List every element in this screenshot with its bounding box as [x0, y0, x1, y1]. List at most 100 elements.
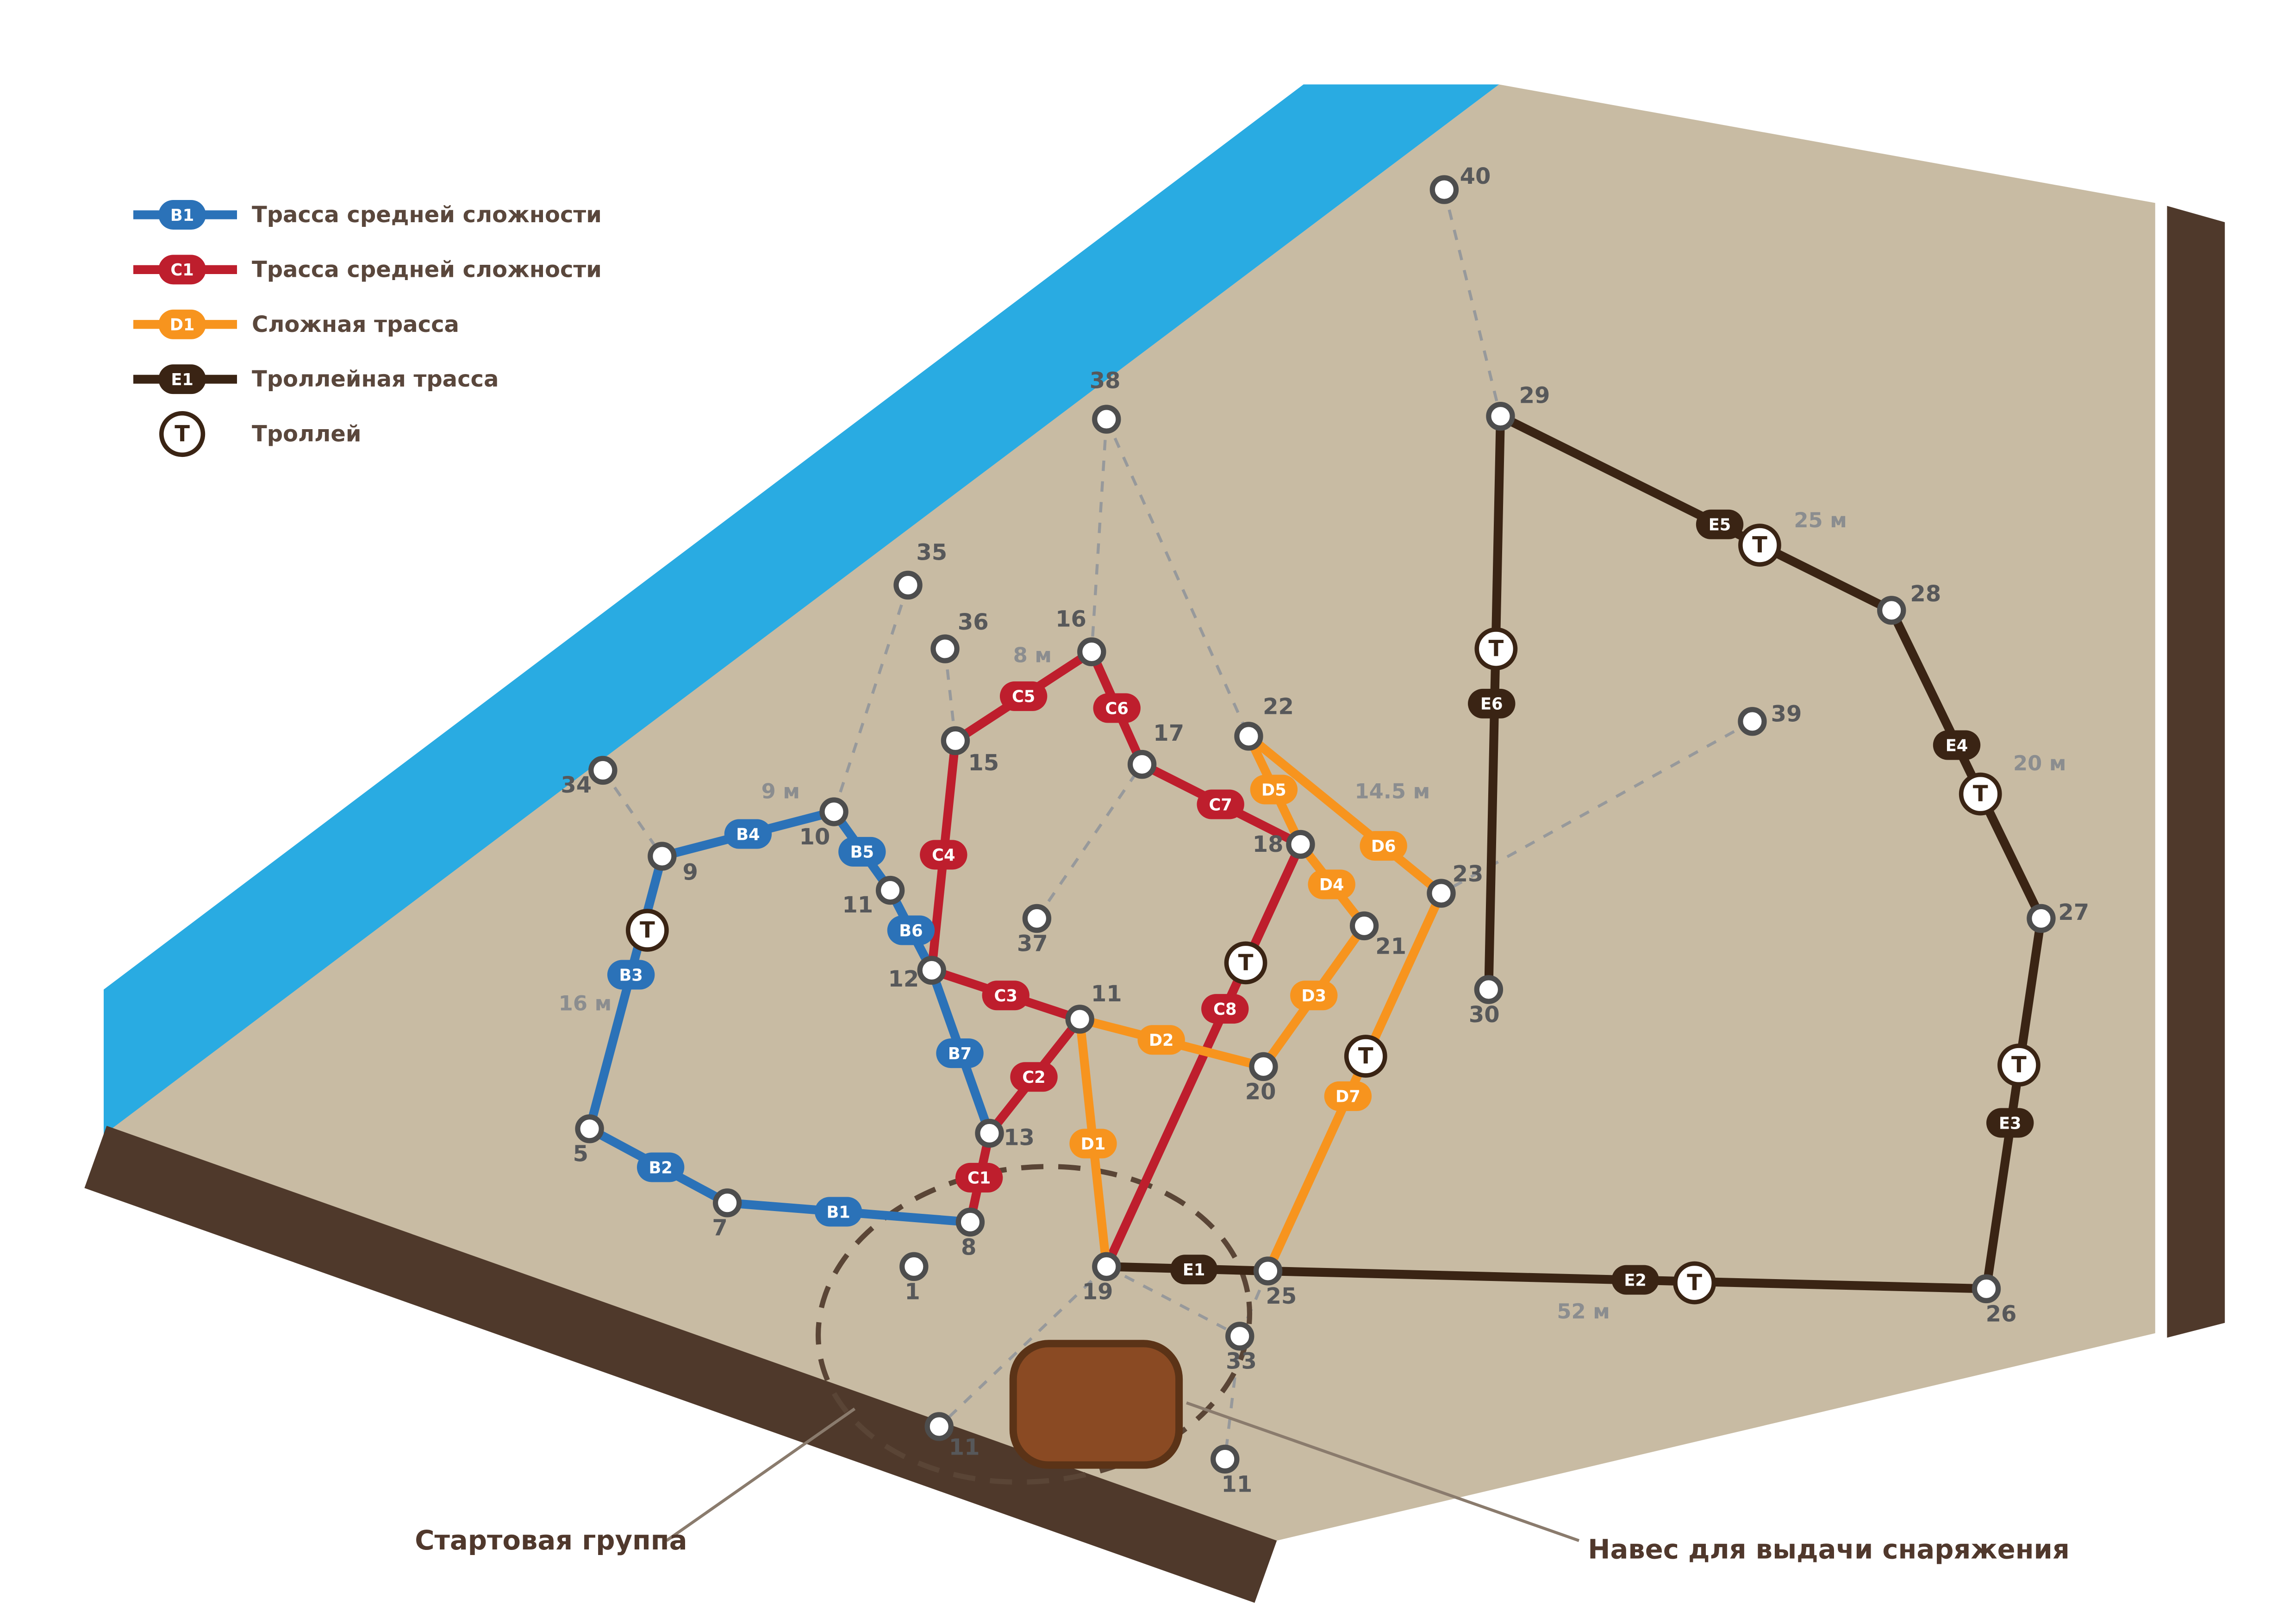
- trolley-icon: Т: [1738, 524, 1781, 567]
- map-node-11b: [1065, 1005, 1094, 1034]
- route-badge-B7: B7: [936, 1038, 984, 1068]
- trolley-circle: [1474, 627, 1518, 670]
- caption-pointer-line: [666, 1407, 856, 1542]
- node-label-18: 18: [1253, 831, 1284, 857]
- route-badge-B2: B2: [636, 1152, 685, 1182]
- trolley-letter: Т: [2011, 1052, 2027, 1078]
- route-badge-pill: [1290, 981, 1338, 1011]
- distance-label: 14.5 м: [1355, 779, 1430, 804]
- map-node-10: [819, 797, 849, 826]
- route-badge-label: E6: [1480, 695, 1503, 714]
- route-segment-b: [585, 851, 667, 1133]
- route-badge-D7: D7: [1324, 1081, 1372, 1111]
- route-badge-label: D3: [1301, 987, 1326, 1006]
- map-node-19: [1092, 1252, 1121, 1281]
- node-label-34: 34: [561, 772, 592, 798]
- map-node-23: [1427, 879, 1456, 908]
- map-node-11c: [924, 1412, 954, 1441]
- route-badge-label: C4: [932, 846, 955, 865]
- route-badge-D6: D6: [1360, 831, 1407, 861]
- dashed-link: [1090, 419, 1108, 652]
- map-node-8: [955, 1207, 985, 1237]
- map-node-12: [917, 956, 946, 985]
- node-label-10: 10: [799, 824, 830, 850]
- map-node-7: [712, 1188, 742, 1218]
- distance-label: 8 м: [1013, 643, 1052, 667]
- trolley-letter: Т: [1752, 532, 1767, 558]
- node-label-19: 19: [1082, 1279, 1113, 1305]
- node-label-9: 9: [682, 860, 698, 886]
- route-badge-pill: [1324, 1081, 1372, 1111]
- legend-item-label: Троллейная трасса: [252, 366, 499, 392]
- map-node-13: [975, 1118, 1004, 1148]
- node-label-38: 38: [1090, 368, 1121, 394]
- route-badge-pill: [1468, 688, 1516, 718]
- node-label-30: 30: [1469, 1002, 1500, 1028]
- map-node-40: [1429, 175, 1459, 204]
- trolley-icon: Т: [1997, 1043, 2040, 1087]
- route-badge-label: E2: [1624, 1271, 1647, 1290]
- route-badge-label: B3: [619, 966, 643, 985]
- legend-item-label: Трасса средней сложности: [252, 202, 602, 228]
- route-badge-label: B1: [826, 1203, 850, 1222]
- route-badge-pill: [607, 960, 655, 990]
- route-badge-pill: [1201, 994, 1249, 1024]
- route-badge-pill: [1611, 1265, 1659, 1295]
- route-badge-pill: [1360, 831, 1407, 861]
- trolley-letter: Т: [1488, 636, 1504, 662]
- legend-item-label: Трасса средней сложности: [252, 256, 602, 282]
- dashed-link: [1105, 418, 1250, 737]
- map-node-9: [648, 842, 677, 871]
- route-badge-label: D7: [1335, 1087, 1360, 1106]
- route-badge-pill: [1696, 509, 1744, 539]
- trolley-circle: [1673, 1261, 1716, 1305]
- trolley-letter: Т: [1358, 1043, 1373, 1069]
- map-node-39: [1738, 707, 1767, 736]
- route-badge-label: C1: [967, 1169, 991, 1188]
- trolley-circle: [1738, 524, 1781, 567]
- map-node-20: [1249, 1052, 1278, 1081]
- terrain-land: [111, 84, 2155, 1541]
- node-label-39: 39: [1771, 701, 1802, 727]
- trolley-icon: Т: [625, 909, 669, 952]
- node-label-25: 25: [1266, 1283, 1297, 1309]
- legend-badge-pill: [158, 200, 206, 230]
- node-label-16: 16: [1055, 606, 1086, 632]
- dashed-link: [1442, 189, 1502, 417]
- map-node-16: [1077, 637, 1106, 667]
- route-badge-pill: [1093, 693, 1141, 723]
- node-label-20: 20: [1245, 1079, 1276, 1105]
- map-node-34: [588, 756, 618, 785]
- trolley-letter: Т: [640, 918, 655, 943]
- trolley-circle: [1224, 941, 1267, 985]
- route-badge-label: D2: [1149, 1031, 1174, 1050]
- route-badge-E3: E3: [1986, 1108, 2034, 1138]
- node-label-37: 37: [1017, 931, 1048, 956]
- route-badge-D3: D3: [1290, 981, 1338, 1011]
- distance-label: 16 м: [559, 991, 612, 1015]
- start-zone-ellipse: [815, 1164, 1253, 1485]
- route-badge-pill: [1010, 1062, 1058, 1092]
- trolley-letter: Т: [1973, 781, 1988, 807]
- node-label-11b: 11: [1091, 981, 1122, 1007]
- route-badge-label: C7: [1209, 795, 1232, 814]
- map-node-37: [1022, 904, 1052, 933]
- route-badge-D1: D1: [1069, 1129, 1117, 1159]
- route-badge-pill: [1250, 775, 1298, 805]
- route-badge-label: B5: [850, 843, 874, 862]
- map-node-11a: [875, 875, 905, 905]
- node-label-7: 7: [712, 1215, 727, 1241]
- dashed-link: [1105, 1265, 1241, 1338]
- route-badge-label: B6: [899, 921, 923, 940]
- distance-label: 52 м: [1557, 1299, 1610, 1324]
- trolley-icon: Т: [1344, 1035, 1387, 1078]
- route-badge-pill: [887, 915, 935, 945]
- caption-shelter: Навес для выдачи снаряжения: [1588, 1534, 2070, 1565]
- node-label-28: 28: [1910, 581, 1941, 607]
- node-label-12: 12: [888, 966, 919, 992]
- route-badge-label: B4: [736, 825, 760, 844]
- map-node-22: [1234, 722, 1263, 751]
